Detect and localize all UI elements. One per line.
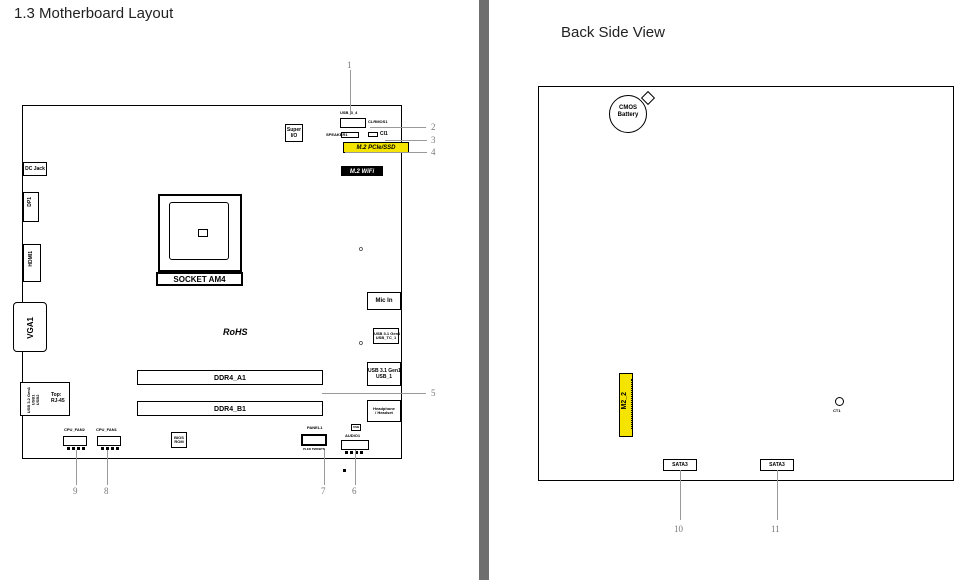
usb-tc-port: USB 3.1 Gen1 USB_TC_1 — [373, 328, 401, 344]
callout-number: 8 — [104, 486, 109, 496]
m2-2-slot: M2_2 — [619, 373, 633, 437]
lan-usb-label: USB 3.2 Gen1 USB1 USB2 — [26, 387, 40, 414]
clrmos-label: CLRMOS1 — [368, 119, 388, 124]
dp-label: DP1 — [27, 197, 33, 207]
cmos-battery-label: CMOS Battery — [617, 105, 639, 118]
dc-jack: DC Jack — [23, 162, 47, 176]
mount-hole: o — [359, 246, 363, 253]
callout-number: 11 — [771, 524, 780, 534]
ci-connector — [368, 132, 378, 137]
headphone-label: Headphone / Headset — [373, 406, 395, 416]
audio-label: AUDIO1 — [345, 433, 361, 438]
headphone-jack: Headphone / Headset — [367, 400, 401, 422]
right-page: Back Side View CMOS Battery M2_2 CT1 SAT… — [489, 0, 979, 580]
cpu-fan2-label: CPU_FAN2 — [64, 427, 85, 432]
section-title: 1.3 Motherboard Layout — [14, 5, 174, 22]
rohs-label: RoHS — [223, 327, 248, 337]
cpu-fan2-header — [63, 436, 87, 450]
usb-small-header: USB — [351, 424, 361, 431]
socket-center — [198, 229, 208, 237]
callout-line — [680, 470, 681, 520]
sata3-a-label: SATA3 — [672, 462, 688, 468]
usb-tc-label: USB 3.1 Gen1 USB_TC_1 — [374, 331, 401, 341]
callout-line — [370, 127, 426, 128]
ct1-point — [835, 397, 844, 406]
cpu-socket-inner — [169, 202, 229, 260]
hdmi-port: HDMI1 — [23, 244, 41, 282]
usb31-label: USB 3.1 Gen1 USB_1 — [368, 368, 401, 380]
callout-line — [107, 450, 108, 485]
dimm-slot-a1: DDR4_A1 — [137, 370, 323, 385]
callout-number: 7 — [321, 486, 326, 496]
dp-port: DP1 — [23, 192, 39, 222]
lan-label: Top: RJ-45 — [51, 392, 65, 404]
callout-number: 2 — [431, 122, 436, 132]
callout-number: 3 — [431, 135, 436, 145]
lan-usb-stack: USB 3.2 Gen1 USB1 USB2 Top: RJ-45 — [20, 382, 70, 416]
callout-line — [385, 140, 427, 141]
page-gutter — [479, 0, 489, 580]
usb31-port: USB 3.1 Gen1 USB_1 — [367, 362, 401, 386]
m2-2-label: M2_2 — [621, 392, 628, 410]
m2-pcie-label: M.2 PCIe/SSD — [356, 145, 396, 151]
super-io-chip: Super I/O — [285, 124, 303, 142]
bios-rom-label: BIOS ROM — [174, 435, 184, 445]
dimm-b1-label: DDR4_B1 — [214, 406, 246, 413]
callout-line — [322, 393, 426, 394]
dimm-a1-label: DDR4_A1 — [214, 375, 246, 382]
callout-number: 5 — [431, 388, 436, 398]
super-io-label: Super I/O — [286, 127, 302, 139]
ci-label: CI1 — [380, 131, 388, 137]
ct1-label: CT1 — [833, 408, 841, 413]
bios-rom-chip: BIOS ROM — [171, 432, 187, 448]
callout-line — [777, 470, 778, 520]
callout-line — [324, 450, 325, 485]
mic-in-label: Mic In — [375, 298, 393, 304]
callout-number: 1 — [347, 60, 352, 70]
dimm-slot-b1: DDR4_B1 — [137, 401, 323, 416]
cpu-fan1-header — [97, 436, 121, 450]
m2-2-pins — [631, 379, 636, 429]
callout-line — [76, 450, 77, 485]
callout-number: 10 — [674, 524, 683, 534]
audio-header — [341, 440, 369, 472]
callout-line — [355, 450, 356, 485]
usb-header-label: USB_3_4 — [340, 110, 358, 115]
usb-header-connector — [340, 118, 366, 128]
mic-in-jack: Mic In — [367, 292, 401, 310]
callout-number: 9 — [73, 486, 78, 496]
callout-number: 4 — [431, 147, 436, 157]
mount-hole: o — [359, 340, 363, 347]
hdmi-label: HDMI1 — [28, 251, 34, 267]
vga-port: VGA1 — [13, 302, 47, 352]
section-title: Back Side View — [561, 24, 665, 41]
left-page: 1.3 Motherboard Layout USB_3_4 CLRMOS1 S… — [0, 0, 479, 580]
vga-label: VGA1 — [26, 317, 35, 339]
callout-line — [350, 70, 351, 115]
m2-wifi-label: M.2 WiFi — [349, 169, 375, 175]
callout-number: 6 — [352, 486, 357, 496]
panel-label: PANEL1 — [307, 425, 323, 430]
m2-wifi-slot: M.2 WiFi — [341, 166, 383, 176]
speaker-label: SPEAKER1 — [326, 132, 348, 137]
callout-line — [345, 152, 427, 153]
cpu-fan1-label: CPU_FAN1 — [96, 427, 117, 432]
socket-label-box: SOCKET AM4 — [156, 272, 243, 286]
sata3-b-label: SATA3 — [769, 462, 785, 468]
backside-board-outline: CMOS Battery M2_2 CT1 SATA3 SATA3 — [538, 86, 954, 481]
motherboard-outline: USB_3_4 CLRMOS1 SPEAKER1 CI1 M.2 PCIe/SS… — [13, 105, 409, 472]
usb-small-label: USB — [352, 425, 360, 429]
panel-sub-label: PLED PWRBTN — [303, 447, 325, 451]
cmos-battery: CMOS Battery — [609, 95, 647, 133]
panel-header — [301, 434, 327, 446]
speaker-connector — [341, 132, 359, 138]
dc-jack-label: DC Jack — [25, 166, 45, 172]
socket-label: SOCKET AM4 — [173, 275, 226, 284]
